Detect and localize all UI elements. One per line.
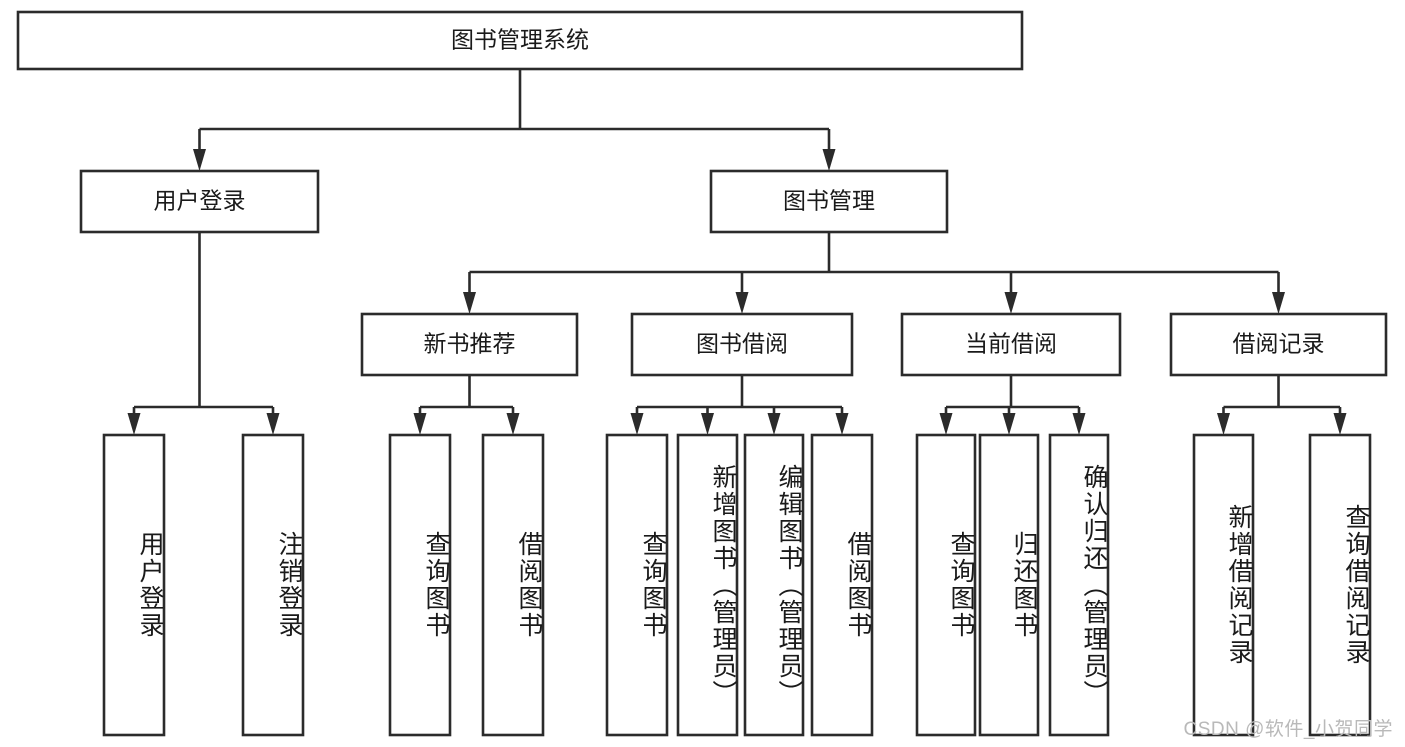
node-current-borrow-label: 当前借阅	[965, 331, 1057, 357]
node-new-book-recommend-box	[360, 312, 579, 377]
arrow-head-icon	[767, 413, 781, 435]
arrow-head-icon	[701, 413, 714, 435]
node-leaf-borrow-book[interactable]	[810, 433, 874, 737]
node-root-box	[16, 10, 1024, 71]
arrow-head-icon	[630, 413, 644, 435]
node-leaf-query-book-current[interactable]	[915, 433, 977, 737]
node-leaf-query-book-rec[interactable]	[388, 433, 452, 737]
arrow-head-icon	[1004, 292, 1018, 314]
node-leaf-confirm-return-admin[interactable]	[1048, 433, 1110, 737]
node-leaf-user-login[interactable]	[102, 433, 166, 737]
watermark-text: CSDN @软件_小贺同学	[1183, 719, 1393, 740]
node-root[interactable]: 图书管理系统	[16, 10, 1024, 71]
node-leaf-return-book-box	[978, 433, 1040, 737]
arrow-head-icon	[463, 292, 476, 314]
node-leaf-query-book-borrow[interactable]	[605, 433, 669, 737]
node-leaf-query-book-borrow-box	[605, 433, 669, 737]
node-leaf-add-book-admin-box	[676, 433, 739, 737]
node-borrow-record-box	[1169, 312, 1388, 377]
arrow-head-icon	[506, 413, 520, 435]
node-book-borrow-label: 图书借阅	[696, 331, 788, 357]
node-leaf-query-borrow-record-box	[1308, 433, 1372, 737]
edge-group-new-book-recommend	[413, 375, 520, 435]
node-leaf-query-book-current-box	[915, 433, 977, 737]
arrow-head-icon	[1002, 413, 1016, 435]
node-leaf-edit-book-admin[interactable]	[743, 433, 805, 737]
arrow-head-icon	[735, 292, 749, 314]
node-leaf-confirm-return-admin-box	[1048, 433, 1110, 737]
arrow-head-icon	[1072, 413, 1086, 435]
node-leaf-add-book-admin[interactable]	[676, 433, 739, 737]
node-leaf-query-borrow-record[interactable]	[1308, 433, 1372, 737]
node-current-borrow-box	[900, 312, 1122, 377]
node-leaf-borrow-book-rec-box	[481, 433, 545, 737]
node-leaf-return-book[interactable]	[978, 433, 1040, 737]
arrow-head-icon	[835, 413, 849, 435]
node-borrow-record-label: 借阅记录	[1233, 331, 1325, 357]
node-leaf-add-borrow-record[interactable]	[1192, 433, 1255, 737]
node-new-book-recommend[interactable]: 新书推荐	[360, 312, 579, 377]
arrow-head-icon	[939, 413, 953, 435]
node-leaf-logout-box	[241, 433, 305, 737]
node-book-manage-box	[709, 169, 949, 234]
node-book-borrow-box	[630, 312, 854, 377]
node-leaf-borrow-book-box	[810, 433, 874, 737]
edge-group-book-manage	[463, 232, 1285, 314]
arrow-head-icon	[1217, 413, 1230, 435]
arrow-head-icon	[822, 149, 836, 171]
node-new-book-recommend-label: 新书推荐	[424, 331, 516, 357]
arrow-head-icon	[1333, 413, 1347, 435]
node-leaf-user-login-box	[102, 433, 166, 737]
edge-group-borrow-record	[1217, 375, 1347, 435]
node-leaf-borrow-book-rec[interactable]	[481, 433, 545, 737]
node-leaf-edit-book-admin-box	[743, 433, 805, 737]
node-leaf-logout[interactable]	[241, 433, 305, 737]
edge-group-book-borrow	[630, 375, 849, 435]
node-current-borrow[interactable]: 当前借阅	[900, 312, 1122, 377]
arrow-head-icon	[413, 413, 427, 435]
node-leaf-query-book-rec-box	[388, 433, 452, 737]
arrow-head-icon	[127, 413, 141, 435]
edge-group-current-borrow	[939, 375, 1086, 435]
node-book-manage[interactable]: 图书管理	[709, 169, 949, 234]
node-root-label: 图书管理系统	[451, 27, 589, 53]
node-user-login[interactable]: 用户登录	[79, 169, 320, 234]
node-book-borrow[interactable]: 图书借阅	[630, 312, 854, 377]
node-user-login-label: 用户登录	[154, 188, 246, 214]
edge-group-root	[193, 69, 836, 171]
edge-group-user-login	[127, 232, 280, 435]
arrow-head-icon	[193, 149, 206, 171]
arrow-head-icon	[1272, 292, 1285, 314]
edges-layer	[127, 69, 1347, 435]
node-user-login-box	[79, 169, 320, 234]
arrow-head-icon	[266, 413, 280, 435]
node-book-manage-label: 图书管理	[783, 188, 875, 214]
node-borrow-record[interactable]: 借阅记录	[1169, 312, 1388, 377]
node-leaf-add-borrow-record-box	[1192, 433, 1255, 737]
